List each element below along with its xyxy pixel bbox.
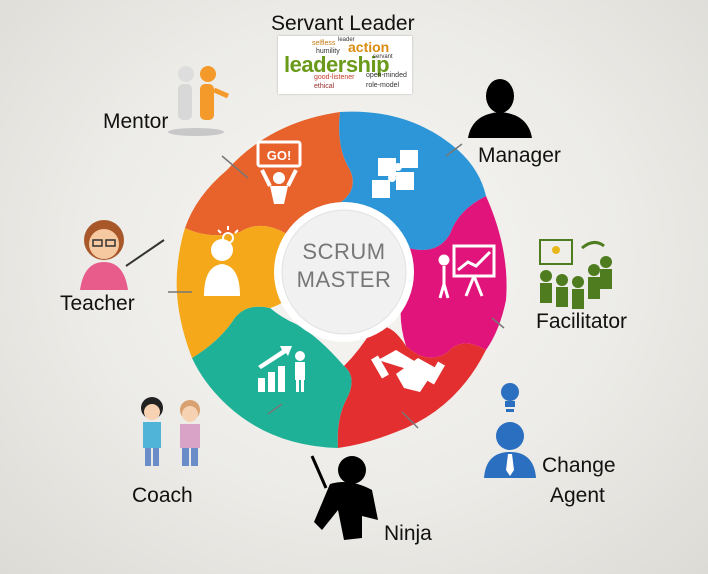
connector-arrows (168, 143, 505, 429)
label-facilitator: Facilitator (536, 310, 628, 333)
puzzle-icon (372, 150, 418, 198)
handshake-icon (371, 350, 445, 392)
facilitator-group-icon (539, 239, 612, 309)
idea-person-icon (204, 226, 240, 296)
label-teacher: Teacher (60, 292, 135, 315)
wordcloud-action: action (348, 39, 390, 55)
wordcloud-role-model: role-model (366, 82, 400, 89)
wordcloud-open-minded: open-minded (366, 72, 407, 79)
label-ninja: Ninja (384, 522, 432, 545)
wordcloud-good-listener: good-listener (314, 74, 355, 81)
growth-chart-icon (258, 346, 305, 392)
center-inner-circle (281, 209, 407, 335)
label-manager: Manager (478, 144, 561, 167)
label-mentor: Mentor (103, 110, 169, 133)
segment-orange (185, 112, 353, 236)
change-agent-icon (484, 383, 536, 478)
center-title-line1: SCRUM (302, 239, 386, 264)
coach-figures-icon (141, 397, 200, 466)
center-title: SCRUM MASTER (284, 238, 404, 294)
center-title-line2: MASTER (296, 267, 392, 292)
wordcloud-servant: servant (373, 54, 393, 60)
label-coach: Coach (132, 484, 193, 507)
ninja-silhouette-icon (310, 455, 378, 540)
wordcloud-leader: leader (338, 37, 355, 43)
label-change-agent-line1: Change (542, 454, 616, 477)
go-sign-icon (256, 140, 302, 204)
leadership-word-cloud: leadership action selfless humility lead… (278, 36, 412, 94)
wordcloud-leadership: leadership (284, 52, 390, 77)
label-change-agent-line2: Agent (550, 484, 605, 507)
mentor-figures-icon (168, 66, 229, 136)
teacher-figure-icon (80, 220, 165, 290)
go-sign-text: GO! (267, 148, 292, 163)
wordcloud-selfless: selfless (312, 40, 336, 47)
presentation-icon (438, 244, 496, 299)
wordcloud-ethical: ethical (314, 83, 335, 90)
wordcloud-humility: humility (316, 48, 340, 55)
label-servant-leader: Servant Leader (271, 12, 415, 35)
manager-silhouette-icon (468, 79, 532, 138)
